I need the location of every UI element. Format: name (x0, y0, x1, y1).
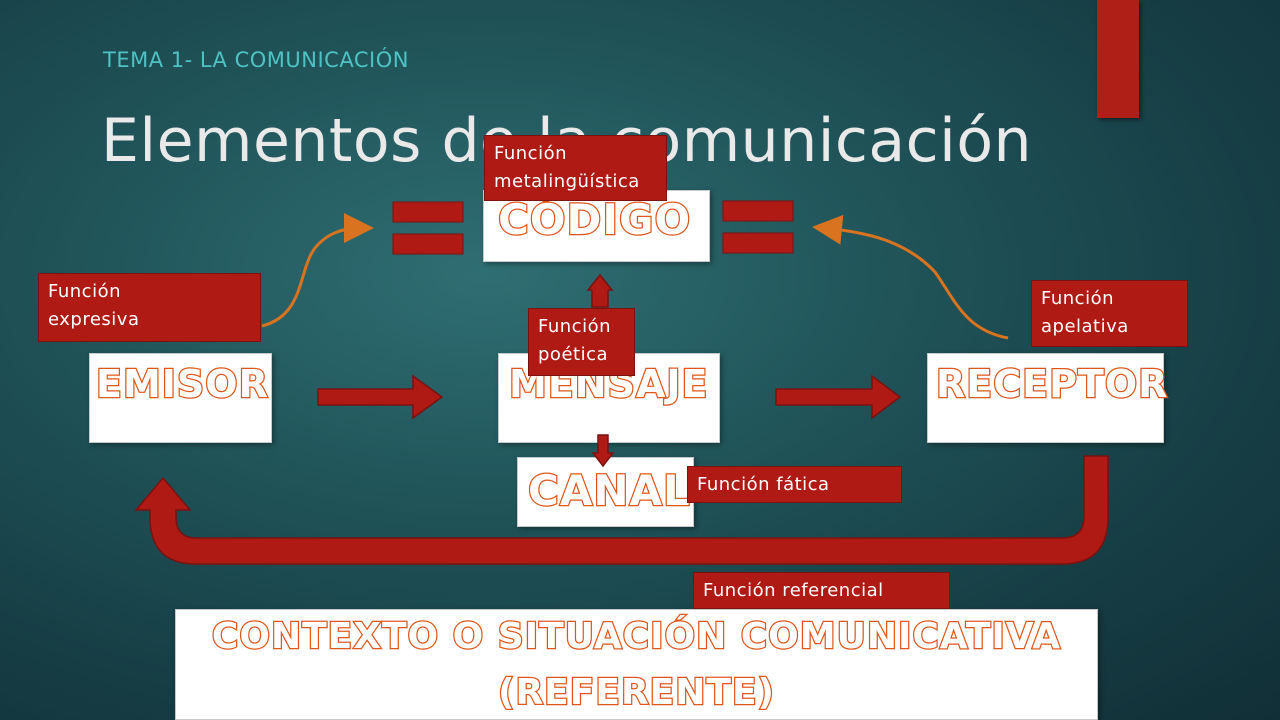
expresiva-line2: expresiva (48, 309, 140, 330)
apelativa-line2: apelativa (1041, 316, 1129, 337)
feedback-arrow-receptor-to-emisor (134, 455, 1109, 565)
funcion-poetica-label: Función poética (528, 308, 635, 376)
funcion-referencial-label: Función referencial (693, 572, 950, 609)
codigo-box: CÓDIGO (483, 190, 710, 262)
funcion-expresiva-label: Función expresiva (38, 273, 261, 342)
poetica-line1: Función (538, 316, 612, 337)
arrow-mensaje-to-canal (591, 434, 615, 468)
codigo-label: CÓDIGO (497, 194, 692, 246)
expresiva-line1: Función (48, 281, 122, 302)
emisor-label: EMISOR (95, 361, 269, 408)
receptor-box: RECEPTOR (927, 353, 1169, 443)
contexto-label: CONTEXTO O SITUACIÓN COMUNICATIVA (211, 615, 1062, 659)
slide-subtitle: TEMA 1- LA COMUNICACIÓN (103, 48, 409, 72)
arrow-mensaje-to-receptor (775, 374, 902, 420)
funcion-fatica-label: Función fática (687, 466, 902, 503)
referente-label: (REFERENTE) (497, 671, 776, 715)
equals-sign-left (392, 201, 464, 255)
decorative-red-bar (1097, 0, 1139, 118)
canal-box: CANAL (517, 457, 694, 527)
emisor-box: EMISOR (89, 353, 272, 443)
arrow-emisor-to-mensaje (317, 374, 444, 420)
metalinguistica-line2: metalingüística (494, 171, 640, 192)
apelativa-line1: Función (1041, 288, 1115, 309)
contexto-box: CONTEXTO O SITUACIÓN COMUNICATIVA (REFER… (175, 609, 1098, 720)
funcion-apelativa-label: Función apelativa (1031, 280, 1188, 347)
canal-label: CANAL (527, 465, 691, 517)
curve-arrow-emisor-to-codigo (261, 213, 374, 328)
poetica-line2: poética (538, 344, 608, 365)
metalinguistica-line1: Función (494, 143, 568, 164)
curve-arrow-receptor-to-codigo (812, 214, 1009, 340)
funcion-metalinguistica-label: Función metalingüística (484, 135, 667, 201)
receptor-label: RECEPTOR (935, 361, 1169, 408)
equals-sign-right (722, 200, 794, 254)
arrow-mensaje-to-codigo (586, 273, 614, 308)
